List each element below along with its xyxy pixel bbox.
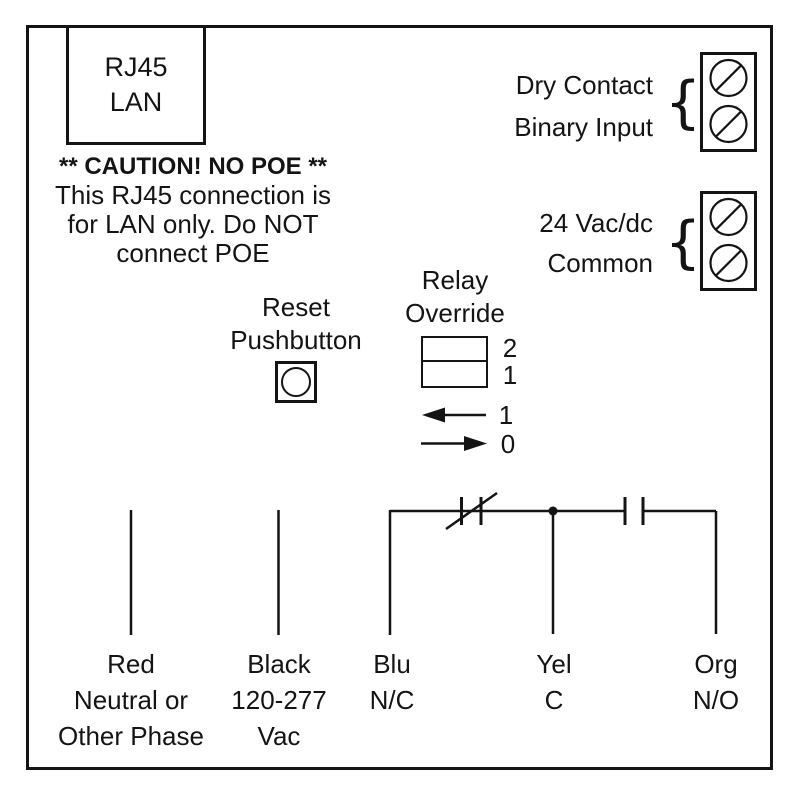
override-on-arrow-icon xyxy=(422,407,486,423)
screw-slot xyxy=(715,203,742,231)
relay-override-switch-icon xyxy=(421,336,488,388)
off-arrow-head xyxy=(464,436,487,451)
switch-position-2-label: 2 xyxy=(502,333,518,363)
diagram-border xyxy=(26,25,773,770)
screw-terminal-icons xyxy=(709,197,748,283)
wire-color-label: Blu xyxy=(373,649,411,679)
power-24v-label: 24 Vac/dc xyxy=(539,208,653,238)
wire-function-label: Neutral or xyxy=(73,685,189,715)
wire-junction-dot xyxy=(548,506,558,516)
red-wire-labels: Red Neutral or Other Phase xyxy=(58,646,204,754)
dry-contact-label: Dry Contact xyxy=(515,70,653,100)
yellow-wire-labels: Yel C xyxy=(536,646,571,718)
screw-terminal-icon xyxy=(709,197,748,237)
caution-line-3: for LAN only. Do NOT xyxy=(67,209,319,239)
power-input-brace: { xyxy=(664,209,702,276)
binary-input-brace: { xyxy=(664,69,702,136)
screw-terminal-icon xyxy=(709,104,748,144)
pushbutton-circle-icon xyxy=(281,367,311,397)
binary-input-terminal-block xyxy=(700,52,757,152)
black-wire-labels: Black 120-277 Vac xyxy=(231,646,326,754)
wire-function-label: N/O xyxy=(692,685,740,715)
nc-contact-slash xyxy=(445,491,498,531)
binary-input-labels: Dry Contact Binary Input xyxy=(514,64,653,148)
override-on-value: 1 xyxy=(498,400,514,430)
reset-pushbutton-icon xyxy=(275,361,317,403)
reset-pushbutton-labels: Reset Pushbutton xyxy=(230,291,362,357)
power-common-label: Common xyxy=(547,248,653,278)
power-input-labels: 24 Vac/dc Common xyxy=(539,203,653,283)
relay-override-labels: Relay Override xyxy=(405,264,505,330)
rj45-label-line1: RJ45 xyxy=(104,52,168,82)
wire-color-label: Red xyxy=(107,649,155,679)
wire-function-label: N/C xyxy=(369,685,415,715)
orange-wire-labels: Org N/O xyxy=(693,646,739,718)
override-label: Override xyxy=(405,298,505,328)
screw-terminal-icon xyxy=(709,243,748,283)
screw-slot xyxy=(715,64,742,92)
wire-color-label: Black xyxy=(247,649,311,679)
no-contact-icon xyxy=(623,497,645,525)
relay-label: Relay xyxy=(421,265,489,295)
nc-contact-icon xyxy=(445,491,498,531)
reset-label: Reset xyxy=(262,292,330,322)
caution-note: ** CAUTION! NO POE ** This RJ45 connecti… xyxy=(55,152,331,268)
pushbutton-label: Pushbutton xyxy=(230,325,362,355)
wire-color-label: Yel xyxy=(536,649,572,679)
screw-slot xyxy=(715,110,742,138)
wire-color-label: Org xyxy=(694,649,738,679)
blue-wire-labels: Blu N/C xyxy=(370,646,415,718)
wire-function-label: Vac xyxy=(257,721,301,751)
screw-slot xyxy=(715,249,742,277)
override-off-value: 0 xyxy=(500,429,516,459)
on-arrow-head xyxy=(422,407,445,423)
caution-line-4: connect POE xyxy=(116,238,270,268)
override-off-arrow-icon xyxy=(421,436,487,451)
switch-position-1-label: 1 xyxy=(502,360,518,390)
wire-function-label: Other Phase xyxy=(58,721,204,751)
rj45-label-line2: LAN xyxy=(109,87,163,117)
caution-title: ** CAUTION! NO POE ** xyxy=(58,153,328,180)
caution-line-2: This RJ45 connection is xyxy=(54,180,332,210)
wire-function-label: C xyxy=(544,685,564,715)
screw-terminal-icon xyxy=(709,58,748,98)
switch-divider xyxy=(423,359,486,362)
binary-input-label: Binary Input xyxy=(514,112,653,142)
screw-terminal-icons xyxy=(709,58,748,144)
rj45-lan-port: RJ45 LAN xyxy=(66,25,206,145)
power-terminal-block xyxy=(700,191,757,291)
wire-function-label: 120-277 xyxy=(231,685,327,715)
